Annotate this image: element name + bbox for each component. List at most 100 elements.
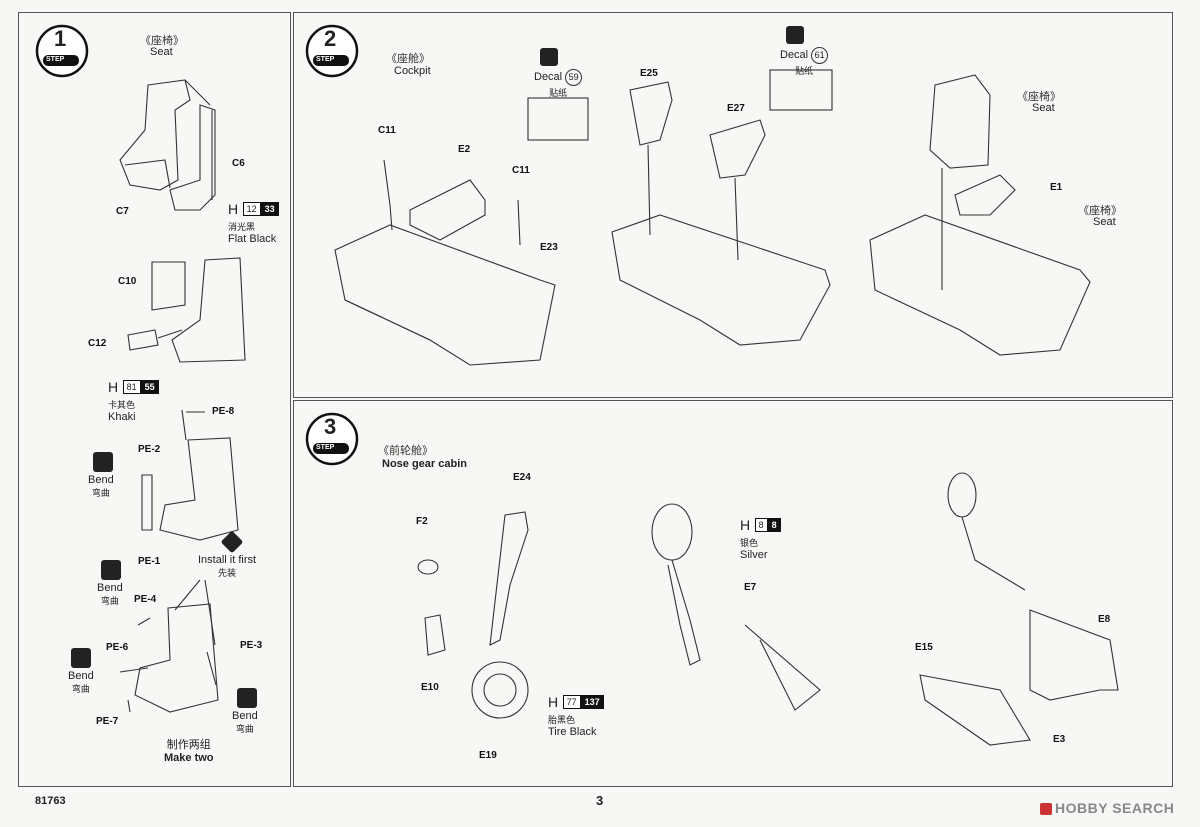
part-pe6: PE-6 <box>106 642 129 653</box>
decal-59-label: Decal 59 贴纸 <box>534 69 583 99</box>
part-e23: E23 <box>540 242 558 253</box>
part-e10: E10 <box>421 682 439 693</box>
install-first-en: Install it first <box>198 554 257 566</box>
part-e7: E7 <box>744 582 757 593</box>
paint-name-cn: 银色 <box>740 538 759 548</box>
step3-badge-label: STEP <box>316 444 335 451</box>
bend-icon <box>237 688 257 708</box>
step3-title-cn: 《前轮舱》 <box>378 445 433 457</box>
cockpit-drawing-3 <box>869 74 1091 356</box>
install-first-note: Install it first 先装 <box>198 554 256 579</box>
bend-cn: 弯曲 <box>235 724 254 734</box>
paint-code2: 55 <box>140 379 159 394</box>
paint-letter: H <box>548 693 559 710</box>
bend-icon <box>93 452 113 472</box>
part-c7: C7 <box>116 206 129 217</box>
decal-label: Decal <box>534 71 563 83</box>
part-pe1: PE-1 <box>138 556 161 567</box>
paint-letter: H <box>740 516 751 533</box>
part-pe3: PE-3 <box>240 640 263 651</box>
seat-drawing-1 <box>119 79 216 211</box>
part-c12: C12 <box>88 338 107 349</box>
bend-en: Bend <box>68 670 94 682</box>
cockpit-drawing-2 <box>527 69 833 346</box>
step3-title-en: Nose gear cabin <box>382 458 467 470</box>
nose-gear-drawing-2 <box>651 503 821 711</box>
decal-cn: 贴纸 <box>549 88 568 98</box>
step2-badge-label: STEP <box>316 56 335 63</box>
step3-badge <box>305 412 359 466</box>
part-pe7: PE-7 <box>96 716 119 727</box>
bend-en: Bend <box>232 710 258 722</box>
step1-badge <box>35 24 89 78</box>
part-c11-b: C11 <box>512 165 530 176</box>
step3-panel <box>293 400 1173 787</box>
watermark: HOBBY SEARCH <box>1040 800 1174 816</box>
make-two-cn: 制作两组 <box>166 739 211 751</box>
decal-icon <box>540 48 558 66</box>
bend-note-4: Bend 弯曲 <box>232 710 258 735</box>
seat-label-en-2: Seat <box>1093 216 1116 228</box>
paint-name-en: Silver <box>740 549 768 561</box>
step3-badge-number: 3 <box>324 414 337 439</box>
part-c10: C10 <box>118 276 137 287</box>
part-e27: E27 <box>727 103 745 114</box>
nose-strut-drawing <box>417 511 529 719</box>
paint-name-en: Flat Black <box>228 233 277 245</box>
seat-drawing-4 <box>119 579 219 713</box>
cockpit-drawing-1 <box>334 159 556 366</box>
step1-panel <box>18 12 291 787</box>
seat-drawing-3 <box>141 409 239 541</box>
bend-icon <box>71 648 91 668</box>
paint-code1: 12 <box>242 201 261 216</box>
bend-cn: 弯曲 <box>100 596 119 606</box>
seat-label-cn-2: 《座椅》 <box>1078 205 1122 217</box>
step1-title-cn: 《座椅》 <box>140 35 184 47</box>
nose-gear-drawing-3 <box>919 472 1119 746</box>
paint-name-cn: 卡其色 <box>108 400 136 410</box>
part-pe8: PE-8 <box>212 406 235 417</box>
paint-letter: H <box>228 200 239 217</box>
bend-cn: 弯曲 <box>71 684 90 694</box>
bend-note-3: Bend 弯曲 <box>68 670 94 695</box>
part-e25: E25 <box>640 68 658 79</box>
watermark-text: HOBBY SEARCH <box>1055 800 1175 816</box>
step2-badge-number: 2 <box>324 26 337 51</box>
bend-en: Bend <box>97 582 123 594</box>
paint-code2: 33 <box>260 201 279 216</box>
step1-badge-number: 1 <box>54 26 67 51</box>
kit-number: 81763 <box>35 795 66 807</box>
decal-label: Decal <box>780 49 809 61</box>
watermark-logo-icon <box>1040 803 1052 816</box>
part-f2: F2 <box>416 516 428 527</box>
page-number: 3 <box>596 793 604 808</box>
step2-panel <box>293 12 1173 398</box>
decal-number: 59 <box>565 69 583 86</box>
bend-note-1: Bend 弯曲 <box>88 474 114 499</box>
paint-code1: 77 <box>562 694 581 709</box>
part-e3: E3 <box>1053 734 1066 745</box>
seat-label-en-1: Seat <box>1032 102 1055 114</box>
paint-code1: 8 <box>754 517 768 532</box>
bend-icon <box>101 560 121 580</box>
decal-number: 61 <box>811 47 829 64</box>
decal-61-label: Decal 61 贴纸 <box>780 47 829 77</box>
part-e24: E24 <box>513 472 531 483</box>
decal-icon <box>786 26 804 44</box>
paint-name-cn: 消光黑 <box>228 222 256 232</box>
part-c11-a: C11 <box>378 125 396 136</box>
bend-note-2: Bend 弯曲 <box>97 582 123 607</box>
part-e19: E19 <box>479 750 497 761</box>
part-e8: E8 <box>1098 614 1111 625</box>
step2-title-en: Cockpit <box>394 65 431 77</box>
step1-title-en: Seat <box>150 46 173 58</box>
paint-code2: 8 <box>767 517 781 532</box>
seat-label-cn-1: 《座椅》 <box>1017 91 1061 103</box>
part-c6: C6 <box>232 158 245 169</box>
seat-drawing-2 <box>127 257 246 363</box>
paint-name-cn: 胎黑色 <box>548 715 576 725</box>
